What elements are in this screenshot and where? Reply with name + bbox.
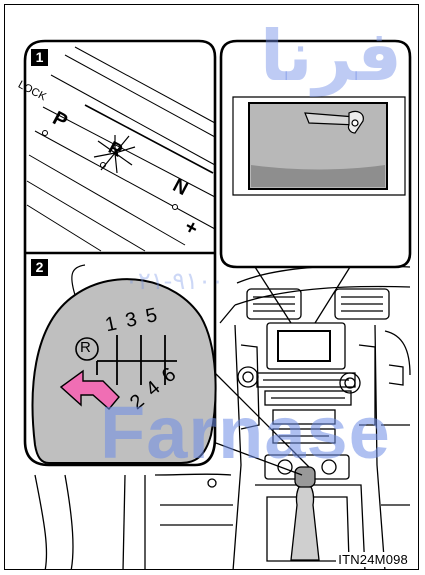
display-callout [221,41,410,267]
dashboard-illustration [5,5,419,570]
left-callout [25,41,216,465]
panel-1-number: 1 [31,49,48,66]
figure-frame: 1 2 LOCK P R N + 1 3 5 2 4 6 R فرنا ۰۲۱-… [4,4,419,570]
shift-reverse-label: R [80,339,91,356]
figure-code: ITN24M098 [336,552,410,567]
panel-2-number: 2 [31,259,48,276]
